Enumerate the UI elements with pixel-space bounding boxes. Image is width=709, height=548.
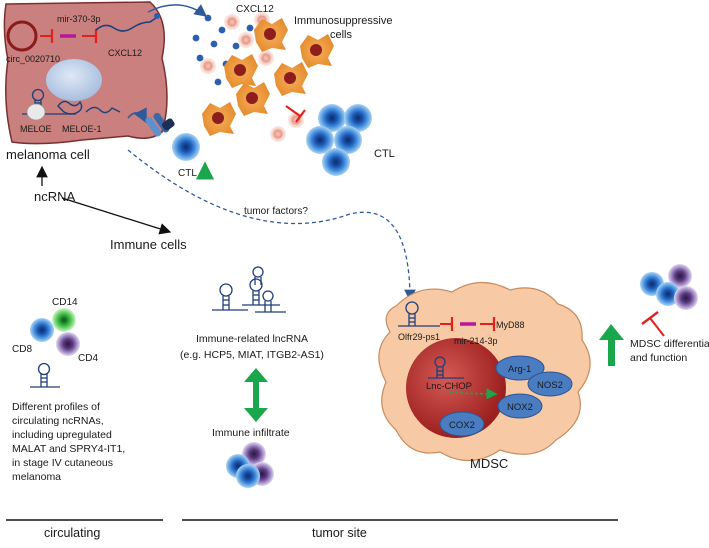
- ctl-cell-small: [172, 133, 200, 161]
- cxcl12-top-label: CXCL12: [236, 4, 274, 15]
- immune-lncrna-label-1: Immune-related lncRNA: [196, 333, 308, 345]
- mdsc-cell: Olfr29-ps1 MyD88 mir-214-3p Lnc-CHOP Arg…: [378, 281, 591, 462]
- up-arrow-icon: [599, 324, 624, 366]
- cxcl12-molecules: [192, 14, 254, 86]
- circulating-profiles-text: Different profiles of circulating ncRNAs…: [12, 401, 128, 483]
- circulating-cells: [30, 308, 80, 356]
- mdsc-label: MDSC: [470, 456, 508, 471]
- cox2-label: COX2: [449, 420, 475, 431]
- mir214-label: mir-214-3p: [454, 336, 498, 346]
- bidirectional-arrow-icon: [244, 368, 268, 422]
- ctl-small-label: CTL: [178, 168, 197, 179]
- mhc-receptor-icon: [145, 112, 175, 137]
- immunosuppressive-label-1: Immunosuppressive: [294, 15, 392, 27]
- nos2-enzyme: [527, 371, 573, 397]
- circ-label: circ_0020710: [6, 54, 60, 64]
- immune-infiltrate-label: Immune infiltrate: [212, 427, 290, 439]
- circ-rna-icon: [6, 20, 38, 52]
- hairpin-rna-icon: [30, 362, 60, 388]
- activation-arrow: [449, 388, 498, 400]
- immune-lncrna-label-2: (e.g. HCP5, MIAT, ITGB2-AS1): [180, 349, 324, 361]
- arg1-label: Arg-1: [508, 364, 531, 375]
- infiltrate-cells: [226, 442, 274, 488]
- inhibit-icon: [285, 105, 301, 117]
- cox2-enzyme: [439, 411, 485, 437]
- lncrna-hairpins: [212, 266, 286, 313]
- mir370-label: mir-370-3p: [57, 14, 101, 24]
- suppressed-immune-cells: [640, 264, 698, 310]
- cd14-label: CD14: [52, 297, 78, 308]
- cxcl12-tumor-label: CXCL12: [108, 48, 142, 58]
- inhibit-icon: [649, 317, 665, 337]
- tumor-factors-arrow: [127, 149, 416, 302]
- cd4-label: CD4: [78, 353, 98, 364]
- nox2-label: NOX2: [507, 402, 533, 413]
- ncrna-label: ncRNA: [34, 189, 76, 204]
- meloe-label: MELOE: [20, 124, 52, 134]
- tumor-factors-label: tumor factors?: [244, 206, 308, 217]
- immunosuppressive-cells: [202, 18, 334, 136]
- cd8-cell: [30, 318, 54, 342]
- hairpin-rna-icon: [428, 356, 464, 379]
- tumor-site-label: tumor site: [312, 526, 367, 540]
- olfr-label: Olfr29-ps1: [398, 332, 440, 342]
- nox2-enzyme: [497, 393, 543, 419]
- mdsc-diff-label-1: MDSC differentiation: [630, 338, 709, 350]
- cd8-label: CD8: [12, 344, 32, 355]
- cd4-cell: [56, 332, 80, 356]
- meloe1-label: MELOE-1: [62, 124, 102, 134]
- ribosome-peptide-icon: [57, 100, 83, 115]
- ctl-label: CTL: [374, 148, 395, 160]
- mdsc-nucleus: [406, 338, 506, 438]
- cd14-cell: [52, 308, 76, 332]
- hairpin-rna-icon: [398, 301, 440, 327]
- nos2-label: NOS2: [537, 380, 563, 391]
- immune-cells-label: Immune cells: [110, 237, 187, 252]
- melanoma-cell: circ_0020710 mir-370-3p CXCL12 MELOE MEL…: [3, 1, 175, 145]
- ribosome-icon: [26, 103, 46, 121]
- mdsc-diff-label-2: and function: [630, 352, 687, 364]
- ctl-cell-cluster: [306, 104, 372, 176]
- arg1-enzyme: [495, 355, 545, 381]
- immunosuppressive-label-2: cells: [330, 29, 353, 41]
- myd88-label: MyD88: [496, 320, 525, 330]
- arrow-to-immune: [61, 197, 172, 235]
- cxcl12-secretion-arrow: [147, 4, 208, 17]
- circulating-label: circulating: [44, 526, 100, 540]
- mrna-icon: [95, 17, 157, 32]
- melanoma-cell-label: melanoma cell: [6, 147, 90, 162]
- melanoma-nucleus: [46, 59, 102, 101]
- lnc-chop-label: Lnc-CHOP: [426, 381, 472, 392]
